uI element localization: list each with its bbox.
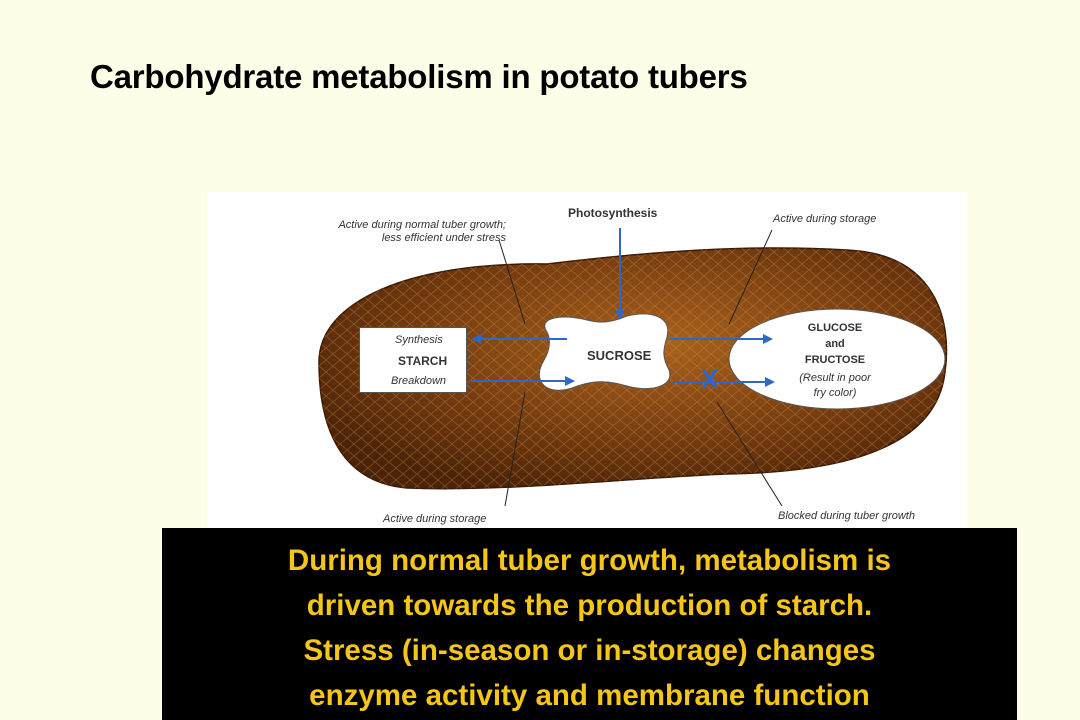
caption-box: During normal tuber growth, metabolism i… [162, 528, 1017, 720]
label-poor-fry-color-2: fry color) [813, 387, 857, 399]
sucrose-region [538, 313, 671, 391]
caption-line: Stress (in-season or in-storage) changes [303, 634, 876, 667]
label-line: Active during normal tuber growth; [338, 219, 506, 231]
label-sucrose: SUCROSE [587, 348, 652, 363]
blocked-x-icon: X [701, 364, 719, 394]
label-breakdown: Breakdown [391, 375, 447, 387]
label-active-normal-growth: Active during normal tuber growth; less … [292, 219, 506, 245]
label-glucose: GLUCOSE [807, 322, 863, 334]
label-line: less efficient under stress [381, 232, 506, 244]
label-synthesis: Synthesis [395, 334, 443, 346]
label-fructose: FRUCTOSE [804, 354, 866, 366]
label-active-storage-bottom: Active during storage [383, 513, 487, 525]
caption-line: driven towards the production of starch. [306, 589, 873, 622]
glucose-fructose-region [728, 308, 946, 410]
caption-line: During normal tuber growth, metabolism i… [287, 544, 892, 577]
label-photosynthesis: Photosynthesis [568, 206, 658, 220]
diagram-graphics [318, 228, 948, 507]
label-poor-fry-color-1: (Result in poor [799, 372, 871, 384]
page-title: Carbohydrate metabolism in potato tubers [90, 58, 748, 95]
starch-box: Synthesis STARCH Breakdown [359, 327, 467, 393]
potato-metabolism-diagram: Active during normal tuber growth; less … [207, 192, 967, 532]
label-starch: STARCH [398, 354, 448, 368]
caption-line: enzyme activity and membrane function [309, 679, 870, 712]
caption-text: During normal tuber growth, metabolism i… [162, 538, 1017, 718]
label-blocked-growth: Blocked during tuber growth [778, 510, 915, 522]
label-active-storage-top: Active during storage [773, 213, 877, 225]
label-and: and [825, 338, 845, 350]
